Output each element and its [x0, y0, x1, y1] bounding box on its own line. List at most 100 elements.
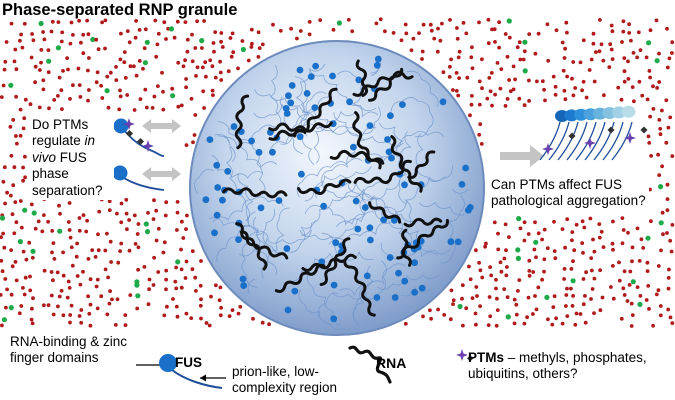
red-dot	[664, 140, 669, 145]
ptm-diamond-icon	[467, 355, 474, 362]
red-dot	[457, 76, 461, 80]
red-dot	[448, 18, 452, 22]
red-dot	[622, 269, 627, 274]
red-dot	[417, 31, 421, 35]
rna-strand	[403, 217, 443, 228]
red-dot	[391, 31, 396, 35]
ptm-diamond-icon	[568, 132, 576, 140]
red-dot	[638, 294, 643, 298]
red-dot	[42, 213, 46, 218]
red-dot	[644, 298, 649, 302]
red-dot	[657, 118, 662, 122]
red-dot	[622, 79, 627, 84]
legend-ptm-label: PTMs – methyls, phosphates, ubiquitins, …	[468, 350, 647, 382]
fus-fibril-icon	[539, 105, 648, 161]
red-dot	[96, 248, 101, 253]
cytoplasm-dots	[0, 17, 675, 328]
red-dot	[504, 248, 508, 253]
red-dot	[65, 295, 70, 300]
red-dot	[496, 247, 501, 252]
red-dot	[179, 285, 184, 290]
red-dot	[591, 41, 596, 46]
red-dot	[55, 270, 60, 275]
red-dot	[2, 245, 7, 250]
red-dot	[9, 248, 14, 253]
red-dot	[621, 228, 626, 232]
red-dot	[505, 54, 510, 59]
red-dot	[12, 59, 17, 64]
red-dot	[217, 298, 222, 303]
mesh-strand	[214, 134, 229, 143]
red-dot	[307, 20, 312, 24]
red-dot	[533, 294, 537, 298]
red-dot	[0, 269, 5, 274]
right-arrow-icon	[500, 145, 544, 167]
red-dot	[628, 269, 633, 274]
mesh-strand	[370, 61, 382, 74]
red-dot	[68, 235, 73, 240]
red-dot	[657, 51, 661, 56]
rna-strand	[407, 150, 436, 179]
red-dot	[211, 93, 215, 97]
red-dot	[210, 64, 215, 69]
red-dot	[499, 67, 504, 71]
rna-strand	[239, 230, 268, 271]
red-dot	[635, 55, 639, 60]
red-dot	[61, 250, 65, 255]
green-dot	[90, 36, 96, 43]
red-dot	[511, 87, 516, 92]
green-dot	[31, 210, 37, 216]
ptm-star-icon	[624, 132, 636, 144]
fus-dot	[224, 168, 232, 175]
red-dot	[457, 49, 462, 54]
red-dot	[670, 40, 675, 45]
red-dot	[502, 287, 507, 291]
red-dot	[77, 216, 82, 220]
red-dot	[66, 279, 71, 284]
red-dot	[495, 296, 499, 301]
red-dot	[260, 320, 265, 325]
mesh-strand	[318, 106, 381, 137]
red-dot	[560, 40, 565, 45]
fus-dot	[387, 112, 394, 120]
red-dot	[469, 102, 474, 107]
red-dot	[536, 285, 541, 290]
red-dot	[565, 286, 569, 291]
red-dot	[88, 277, 93, 282]
red-dot	[79, 308, 84, 312]
mesh-strand	[338, 263, 406, 297]
red-dot	[421, 22, 426, 27]
red-dot	[622, 293, 627, 297]
red-dot	[552, 219, 556, 224]
red-dot	[670, 154, 675, 159]
red-dot	[632, 99, 636, 104]
red-dot	[174, 265, 179, 270]
fus-dot	[213, 211, 221, 219]
diagram-title: Phase-separated RNP granule	[2, 1, 238, 19]
red-dot	[113, 323, 118, 327]
red-dot	[625, 299, 630, 303]
red-dot	[644, 55, 649, 60]
red-dot	[609, 47, 614, 52]
red-dot	[378, 17, 383, 22]
red-dot	[107, 208, 112, 213]
red-dot	[656, 288, 661, 293]
green-dot	[544, 294, 550, 300]
red-dot	[8, 193, 13, 198]
red-dot	[154, 238, 159, 243]
red-dot	[656, 152, 660, 157]
red-dot	[170, 86, 175, 91]
red-dot	[526, 232, 531, 236]
red-dot	[151, 283, 156, 287]
red-dot	[486, 17, 491, 22]
red-dot	[116, 260, 121, 265]
red-dot	[151, 217, 156, 222]
red-dot	[47, 106, 51, 111]
red-dot	[611, 296, 616, 301]
red-dot	[0, 95, 4, 99]
fus-dot	[235, 236, 242, 244]
mesh-strand	[298, 289, 346, 330]
red-dot	[454, 71, 459, 75]
mesh-strand	[322, 180, 387, 212]
red-dot	[474, 285, 479, 289]
